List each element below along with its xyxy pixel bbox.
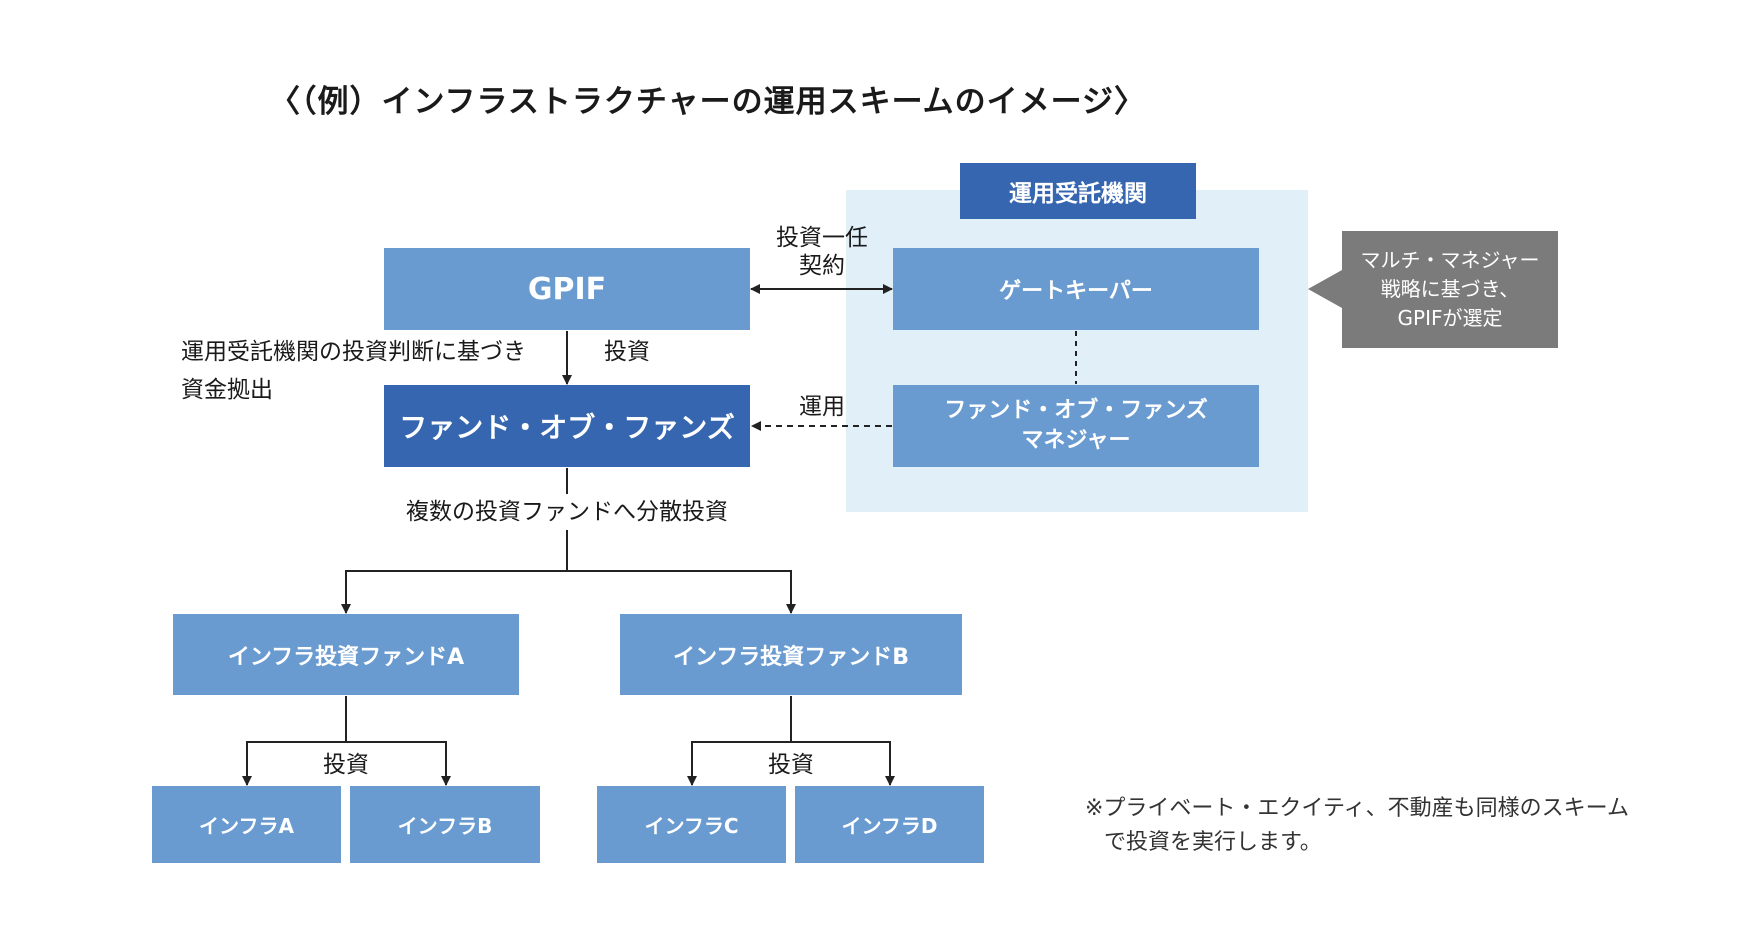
callout-line-2: 戦略に基づき、: [1380, 277, 1520, 301]
fund-a-invest-label: 投資: [323, 752, 369, 778]
contribution-label-line-1: 運用受託機関の投資判断に基づき: [181, 339, 526, 365]
gpif-box: GPIF: [384, 248, 750, 330]
footnote-line-1: ※プライベート・エクイティ、不動産も同様のスキーム: [1085, 796, 1630, 821]
infra-box-a: インフラA: [152, 786, 341, 863]
diagram-title: 〈（例）インフラストラクチャーの運用スキームのイメージ〉: [268, 84, 1147, 120]
callout-pointer: [1308, 270, 1342, 308]
contribution-label-line-2: 資金拠出: [181, 377, 273, 403]
operation-label: 運用: [799, 394, 845, 420]
infra-box-d: インフラD: [795, 786, 984, 863]
infra-fund-box-b: インフラ投資ファンドB: [620, 614, 962, 695]
trustee-label: 運用受託機関: [960, 163, 1196, 219]
fof-manager-line-2: マネジャー: [1021, 428, 1131, 453]
fund-of-funds-box: ファンド・オブ・ファンズ: [384, 385, 750, 467]
infra-box-c: インフラC: [597, 786, 786, 863]
gatekeeper-box: ゲートキーパー: [893, 248, 1259, 330]
contract-label-line-1: 投資一任: [776, 225, 868, 251]
contract-label: 投資一任 契約: [752, 224, 892, 280]
fof-manager-line-1: ファンド・オブ・ファンズ: [944, 398, 1208, 423]
contract-label-line-2: 契約: [799, 253, 845, 279]
callout-line-3: GPIFが選定: [1397, 306, 1503, 330]
footnote-line-2: で投資を実行します。: [1104, 830, 1322, 855]
gpif-invest-label: 投資: [604, 339, 650, 365]
callout-line-1: マルチ・マネジャー: [1360, 248, 1540, 272]
diversify-label: 複数の投資ファンドへ分散投資: [367, 494, 767, 530]
infra-box-b: インフラB: [350, 786, 540, 863]
fund-b-invest-label: 投資: [768, 752, 814, 778]
selection-callout: マルチ・マネジャー 戦略に基づき、 GPIFが選定: [1342, 231, 1558, 348]
fof-manager-box: ファンド・オブ・ファンズ マネジャー: [893, 385, 1259, 467]
infra-fund-box-a: インフラ投資ファンドA: [173, 614, 519, 695]
